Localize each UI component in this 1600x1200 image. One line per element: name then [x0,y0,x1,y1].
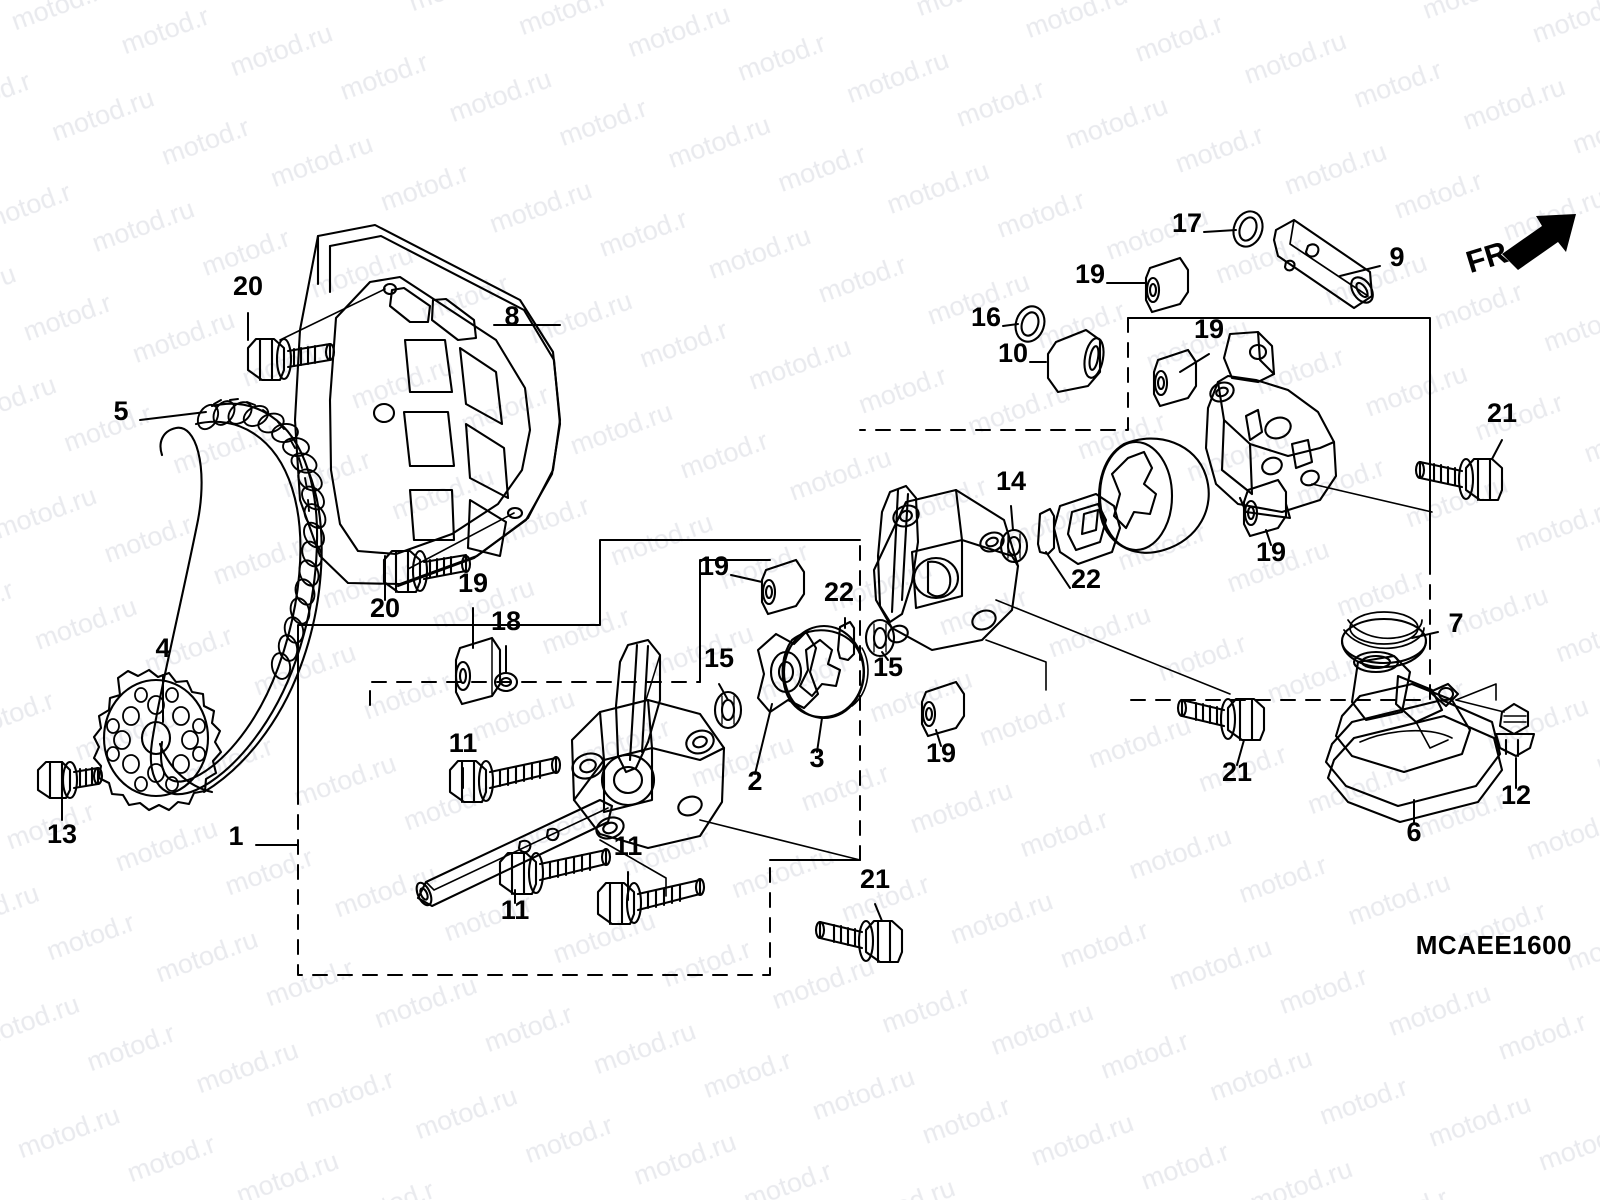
callout-guide-plate-bolt-20[interactable]: 20 [370,593,400,623]
part-pump-body-middle [872,484,1231,695]
part-guide-plate-bolt-lower [382,549,472,594]
callout-pump-pin-22[interactable]: 22 [824,577,854,607]
part-dowel-pin-upper-19 [1144,256,1190,314]
callout-thrust-washer-15[interactable]: 15 [873,652,903,682]
part-seal-washer-14 [999,528,1029,564]
callout-sprocket-bolt-13[interactable]: 13 [47,819,77,849]
part-flange-bolt-11-b [498,847,612,896]
callout-flange-bolt-long-11[interactable]: 11 [501,895,530,925]
part-guide-plate-bolt-upper [246,337,336,382]
part-dowel-pin-left [454,636,502,706]
callout-flange-bolt-short-21[interactable]: 21 [1222,757,1252,787]
callout-flange-bolt-long-11[interactable]: 11 [614,831,643,861]
part-outer-rotor-right [1098,437,1210,554]
callout-washer-small-18[interactable]: 18 [491,606,521,636]
part-dowel-pin-center-b [920,680,966,738]
callout-thrust-washer-15[interactable]: 15 [704,643,734,673]
callout-outer-rotor-3[interactable]: 3 [809,743,824,773]
part-flange-bolt-11-c [596,877,706,926]
callout-guide-plate-bolt-20[interactable]: 20 [233,271,263,301]
part-thrust-washer-15a [713,690,743,730]
callout-pump-shaft-9[interactable]: 9 [1389,242,1404,272]
callout-dowel-pin-19[interactable]: 19 [458,568,488,598]
part-flange-bolt-21-bottom [814,919,904,964]
part-chain-guide-plate [279,223,562,588]
part-pump-pin-22a [836,620,856,662]
diagram-code-label: MCAEE1600 [1415,930,1572,960]
part-dowel-pin-right-b [1242,478,1288,538]
part-outer-rotor-3 [781,624,869,720]
callout-pump-pin-22[interactable]: 22 [1071,564,1101,594]
callout-dowel-pin-19[interactable]: 19 [699,551,729,581]
fr-label: FR. [1462,232,1520,280]
part-dowel-pin-right-a [1152,348,1198,408]
callout-flange-bolt-long-11[interactable]: 11 [449,728,478,758]
part-pump-pin-22b [1036,507,1056,556]
callout-dowel-pin-19[interactable]: 19 [1256,537,1286,567]
callout-number-group: 1234567891011121314151617181920212215191… [47,208,1531,925]
fr-direction-arrow [1502,214,1576,270]
part-collar-10 [1046,328,1105,394]
callout-dowel-pin-19[interactable]: 19 [926,738,956,768]
group-box-assembly-2 [369,559,771,706]
part-oil-strainer-6 [1324,650,1504,824]
part-pump-shaft-long [415,798,614,908]
callout-strainer-screw-12[interactable]: 12 [1501,780,1531,810]
part-dowel-pin-center-a [760,558,806,616]
callout-dowel-pin-19[interactable]: 19 [1075,259,1105,289]
leader-lines [61,229,1517,922]
callout-oil-pump-assembly-group-1[interactable]: 1 [228,821,243,851]
group-box-assembly-1 [297,539,861,976]
part-drive-sprocket [92,668,223,812]
callout-flange-bolt-short-21[interactable]: 21 [860,864,890,894]
part-rotor-shoe [1052,492,1122,566]
group-box-pump-right [859,317,1431,701]
callout-chain-guide-plate-8[interactable]: 8 [504,301,519,331]
part-pump-body-left [570,638,861,897]
part-strainer-seal-7 [1340,611,1428,669]
callout-o-ring-small-16[interactable]: 16 [971,302,1001,332]
part-sprocket-bolt [36,760,104,800]
callout-flange-bolt-short-21[interactable]: 21 [1487,398,1517,428]
callout-oil-pump-chain-5[interactable]: 5 [113,396,128,426]
part-flange-bolt-11-a [448,755,562,804]
part-pump-body-right [1204,330,1433,520]
callout-seal-washer-14[interactable]: 14 [996,466,1026,496]
callout-inner-rotor-2[interactable]: 2 [747,766,762,796]
part-o-ring-17 [1232,210,1264,248]
part-flange-bolt-21-mid [1176,697,1266,742]
part-oil-pump-chain [149,398,327,796]
callout-drive-sprocket-4[interactable]: 4 [155,633,170,663]
callout-o-ring-shaft-17[interactable]: 17 [1172,208,1202,238]
part-flange-bolt-21-right [1414,457,1504,502]
part-strainer-screw-12 [1455,699,1536,758]
callout-oil-strainer-6[interactable]: 6 [1406,817,1421,847]
callout-strainer-rubber-seal-7[interactable]: 7 [1448,608,1463,638]
callout-collar-10[interactable]: 10 [998,338,1028,368]
part-o-ring-16 [1014,305,1046,343]
part-inner-rotor-2 [756,630,820,714]
part-thrust-washer-15b [864,618,896,658]
part-pump-shaft-9 [1272,218,1374,310]
callout-dowel-pin-19[interactable]: 19 [1194,314,1224,344]
